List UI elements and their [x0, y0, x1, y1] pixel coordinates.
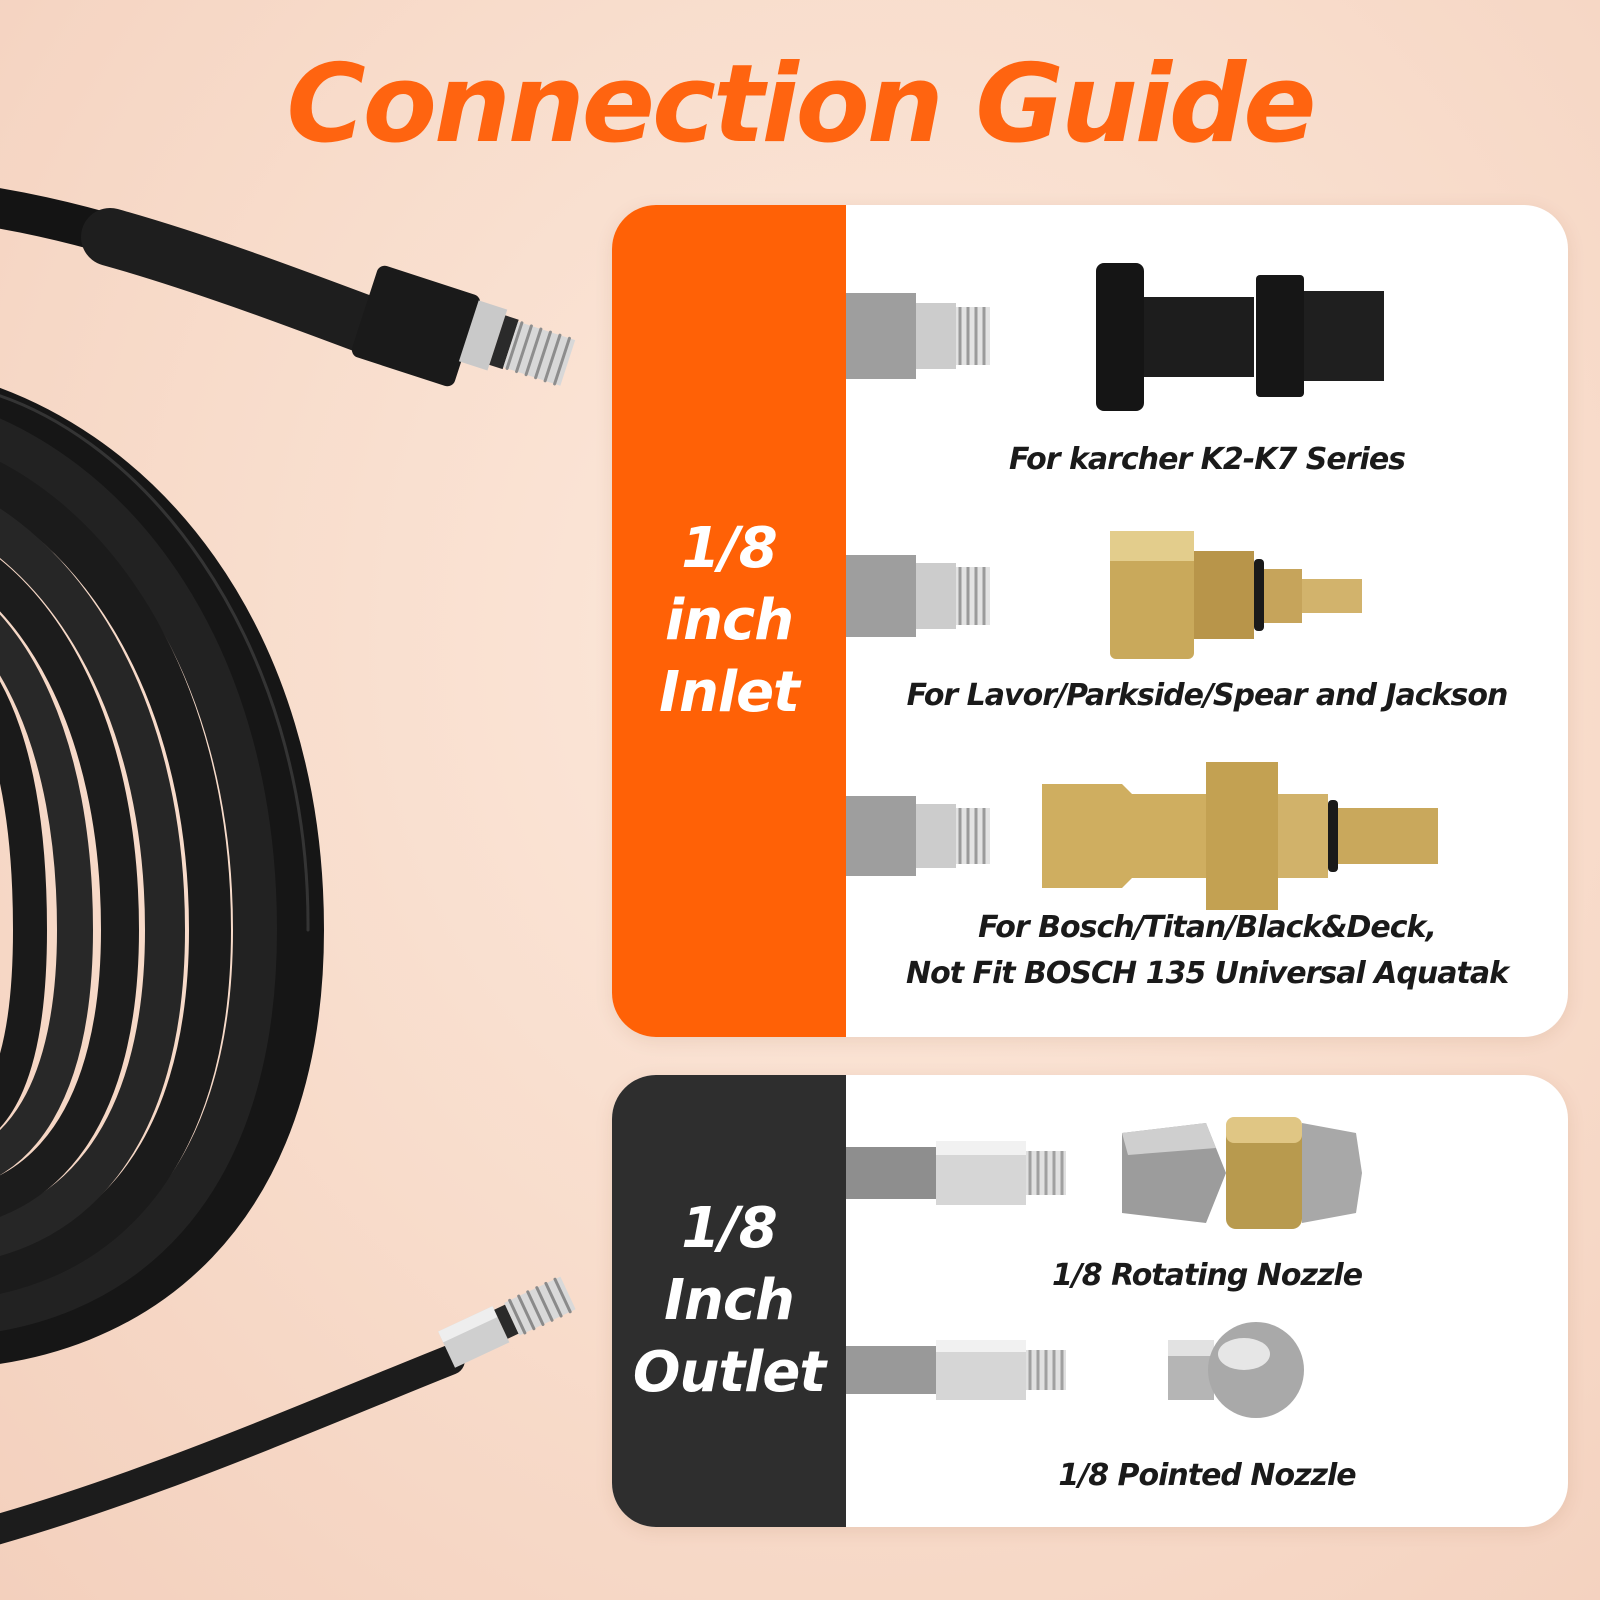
outlet-item-caption: 1/8 Rotating Nozzle — [1051, 1258, 1363, 1293]
lavor-brass-adapter-icon — [846, 531, 1362, 659]
inlet-item-caption-multiline: For Bosch/Titan/Black&Deck, Not Fit BOSC… — [846, 905, 1568, 997]
inlet-label-line: 1/8 — [681, 516, 777, 581]
pointed-nozzle-icon — [846, 1322, 1304, 1418]
karcher-adapter-icon — [846, 263, 1384, 411]
inlet-item-caption: For Lavor/Parkside/Spear and Jackson — [906, 678, 1509, 713]
outlet-label-line: Inch — [664, 1268, 795, 1333]
bosch-brass-adapter-icon — [846, 762, 1438, 910]
inlet-label: 1/8 inch Inlet — [612, 205, 846, 1037]
outlet-label: 1/8 Inch Outlet — [612, 1075, 846, 1527]
inlet-panel: 1/8 inch Inlet For karcher K2-K7 Series … — [612, 205, 1568, 1037]
outlet-label-line: Outlet — [632, 1340, 826, 1405]
inlet-item-caption-line: Not Fit BOSCH 135 Universal Aquatak — [905, 956, 1509, 991]
inlet-label-line: Inlet — [659, 660, 800, 725]
inlet-item-caption-line: For Bosch/Titan/Black&Deck, — [978, 910, 1437, 945]
outlet-label-line: 1/8 — [681, 1196, 777, 1261]
outlet-item-caption: 1/8 Pointed Nozzle — [1058, 1458, 1356, 1493]
outlet-panel: 1/8 Inch Outlet 1/8 Rotating Nozzle 1/8 … — [612, 1075, 1568, 1527]
page-title: Connection Guide — [286, 42, 1317, 167]
inlet-item-caption: For karcher K2-K7 Series — [1008, 442, 1406, 477]
rotating-nozzle-icon — [846, 1117, 1362, 1229]
inlet-label-line: inch — [664, 588, 794, 653]
